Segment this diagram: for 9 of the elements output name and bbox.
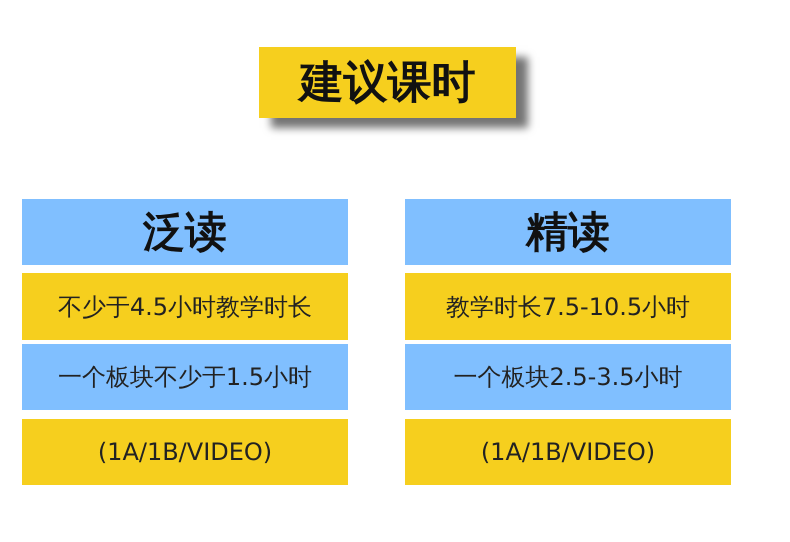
info-box: (1A/1B/VIDEO) (22, 419, 348, 485)
info-box: 一个板块2.5-3.5小时 (405, 344, 731, 410)
info-box: (1A/1B/VIDEO) (405, 419, 731, 485)
title-banner: 建议课时 (259, 47, 516, 118)
info-box: 一个板块不少于1.5小时 (22, 344, 348, 410)
info-box: 不少于4.5小时教学时长 (22, 273, 348, 340)
info-box: 教学时长7.5-10.5小时 (405, 273, 731, 340)
column-header: 泛读 (22, 199, 348, 265)
column-header: 精读 (405, 199, 731, 265)
